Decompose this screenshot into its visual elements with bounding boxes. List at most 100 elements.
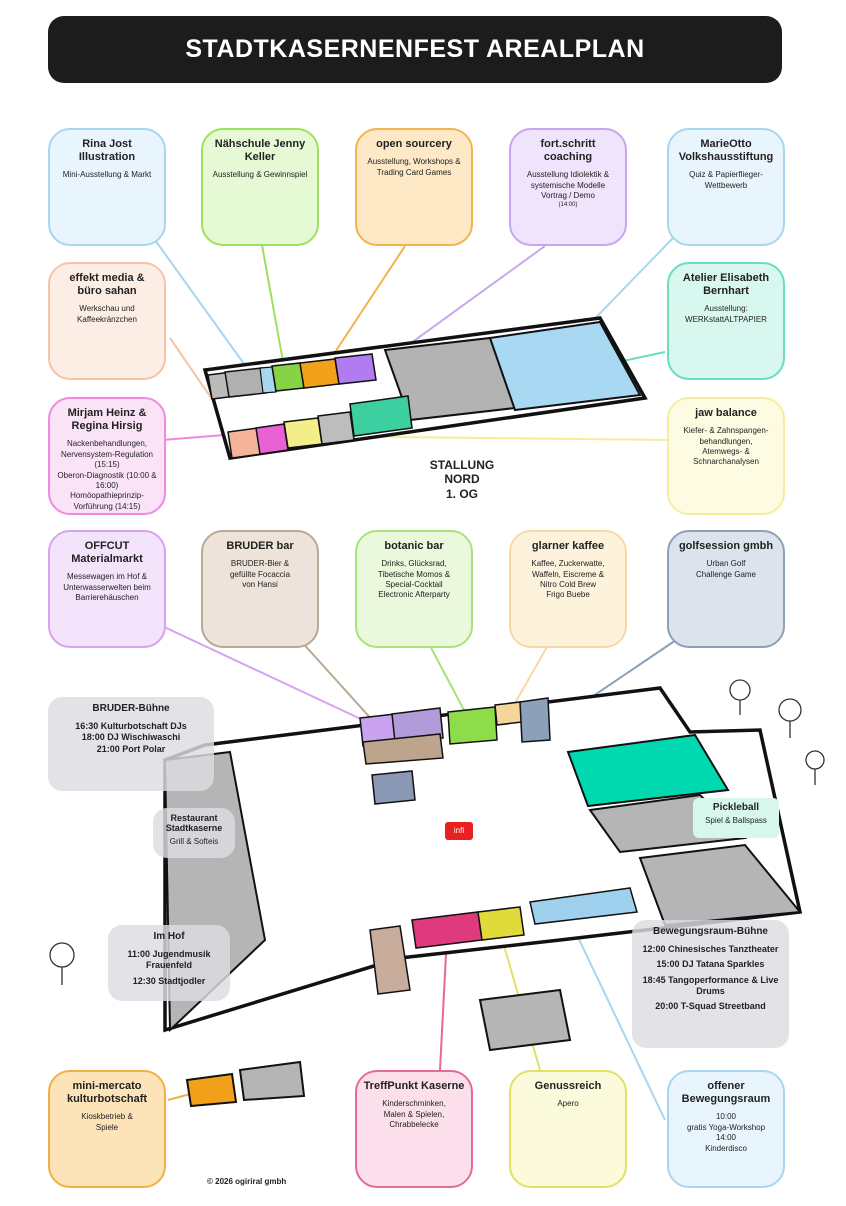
im-hof-line: 11:00 Jugendmusik Frauenfeld [127,949,211,971]
card-title: glarner kaffee [531,540,605,552]
card-line: von Hansi [242,579,278,589]
card-line: Messewagen im Hof & [66,572,148,582]
card-line: Frigo Buebe [546,590,590,600]
card-title: Atelier Elisabeth Bernhart [682,272,770,298]
card-line: Urban Golf [706,559,746,569]
card-line: Ausstellung & Gewinnspiel [212,170,308,180]
stallung-nord-title: STALLUNG NORD [429,458,495,487]
info-point: infi [445,822,473,840]
tree-icons [49,679,825,985]
card-title: Nähschule Jenny Keller [214,138,306,164]
bewegungsraum-line: 12:00 Chinesisches Tanztheater [642,944,779,954]
card-line: Atemwegs- & [702,446,750,456]
card-line: Barrierehäuschen [75,593,139,603]
card-line: Nervensystem-Regulation (15:15) [60,449,154,470]
card-title: Rina Jost Illustration [78,138,136,164]
bruder-buehne-line: 21:00 Port Polar [96,743,166,754]
bruder-buehne-line: 18:00 DJ Wischiwaschi [81,732,181,743]
card-line: Drinks, Glücksrad, [381,559,447,569]
stallung-nord-floor: 1. OG [445,486,478,501]
card-line: Chrabbelecke [389,1119,439,1129]
card-line: Malen & Spielen, [383,1109,445,1119]
card-line: Kinderschminken, [382,1099,446,1109]
card-line: Challenge Game [695,569,757,579]
card-line: Vortrag / Demo [541,191,595,201]
card-title: OFFCUT Materialmarkt [71,540,143,566]
card-line: Kiefer- & Zahnspangen-behandlungen, [683,426,769,446]
card-line: Nackenbehandlungen, [66,439,148,449]
card-title: BRUDER bar [226,540,294,552]
card-title: open sourcery [376,138,452,150]
page-header: STADTKASERNENFEST AREALPLAN [48,16,782,83]
card-time: (14:00) [558,201,578,208]
bruder-buehne-line: 16:30 Kulturbotschaft DJs [75,721,187,731]
restaurant-sub: Grill & Softeis [169,837,219,846]
card-title: Mirjam Heinz & Regina Hirsig [67,407,147,433]
card-title: Genussreich [534,1080,602,1092]
im-hof-line: 12:30 Stadtjodler [132,975,206,986]
card-line: Kioskbetrieb & [81,1112,133,1122]
card-line: 10:00 [715,1112,737,1122]
copyright-text: © 2026 ogiriral gmbh [207,1177,287,1186]
bruder-buehne-box: BRUDER-Bühne 16:30 Kulturbotschaft DJs 1… [48,697,214,791]
card-line: Ausstellung, Workshops & Trading Card Ga… [367,157,461,177]
card-line: Apero [557,1099,579,1109]
bewegungsraum-line: 18:45 Tangoperformance & Live Drums [642,974,779,996]
card-line: Ausstellung: [704,304,748,314]
card-title: offener Bewegungsraum [681,1080,771,1106]
card-line: Unterwasserwelten beim [63,582,151,592]
card-line: Tibetische Momos & [377,569,451,579]
restaurant-box: Restaurant Stadtkaserne Grill & Softeis [153,808,235,858]
bewegungsraum-line: 20:00 T-Squad Streetband [655,1001,766,1011]
stallung-nord-floorplan [202,316,648,460]
card-title: fort.schritt coaching [540,138,596,164]
pickleball-box: Pickleball Spiel & Ballspass [693,798,779,838]
card-line: Mini-Ausstellung & Markt [62,170,152,180]
card-line: 14:00 [715,1133,737,1143]
card-title: effekt media & büro sahan [69,272,145,298]
card-title: jaw balance [695,407,757,419]
card-line: BRUDER-Bier & [230,559,290,569]
card-title: golfsession gmbh [678,540,774,552]
card-line: Nitro Cold Brew [539,579,596,589]
card-line: gratis Yoga-Workshop [686,1122,766,1132]
bruder-buehne-title: BRUDER-Bühne [92,703,170,714]
card-line: Oberon-Diagnostik (10:00 & 16:00) [57,470,157,490]
card-title: TreffPunkt Kaserne [363,1080,465,1092]
im-hof-title: Im Hof [153,931,185,942]
card-line: Ausstellung Idiolektik & systemische Mod… [526,170,610,190]
card-line: Werkschau und Kaffeekränzchen [77,304,137,324]
card-line: Quiz & Papierflieger-Wettbewerb [689,170,763,190]
card-line: Spiele [95,1122,119,1132]
card-title: botanic bar [384,540,444,552]
card-line: Waffeln, Eiscreme & [531,569,605,579]
card-line: Homöopathieprinzip-Vorführung (14:15) [70,491,144,511]
card-line: Kinderdisco [705,1143,747,1153]
kaserne-hof-floorplan [163,686,803,1108]
card-title: mini-mercato kulturbotschaft [66,1080,148,1106]
card-title: MarieOtto Volkshausstiftung [678,138,774,164]
bewegungsraum-buehne-box: Bewegungsraum-Bühne 12:00 Chinesisches T… [632,920,789,1048]
pickleball-sub: Spiel & Ballspass [705,816,767,825]
im-hof-box: Im Hof 11:00 Jugendmusik Frauenfeld 12:3… [108,925,230,1001]
stallung-nord-label: STALLUNG NORD 1. OG [412,458,512,501]
restaurant-title: Restaurant Stadtkaserne [165,813,223,833]
card-line: WERKstattALTPAPIER [685,314,767,324]
